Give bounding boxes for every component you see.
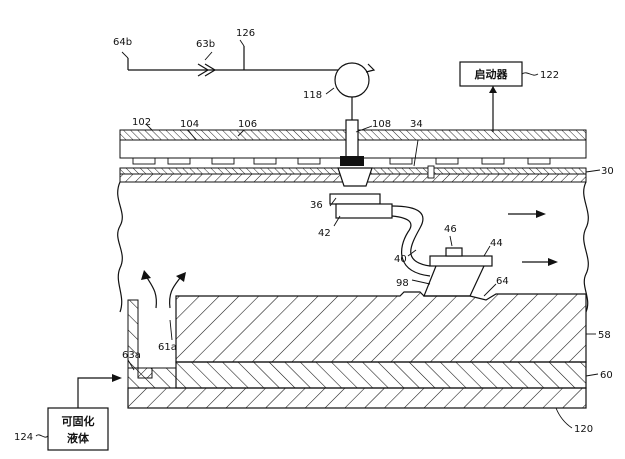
- mold-98: [423, 265, 485, 297]
- component-carrier: [329, 193, 493, 297]
- label-63b: 63b: [196, 39, 215, 50]
- fluid-pipe: [77, 377, 112, 408]
- leader-lines: [35, 39, 601, 438]
- left-wavy-edge: [117, 181, 123, 313]
- fluid-source-124: 可固化 液体: [47, 374, 122, 451]
- substrate-58: [175, 291, 587, 363]
- meter-arrow: [365, 63, 376, 73]
- circuit-arrow: [197, 63, 210, 77]
- label-126: 126: [236, 28, 255, 39]
- label-122: 122: [540, 70, 559, 81]
- base-120: [127, 387, 587, 409]
- label-64b: 64b: [113, 37, 132, 48]
- label-40: 40: [394, 254, 407, 265]
- label-108: 108: [372, 119, 391, 130]
- fluid-label-2: 液体: [67, 431, 90, 445]
- electrode-pads-106: [132, 157, 551, 165]
- top-plate-assembly: [119, 119, 587, 166]
- label-106: 106: [238, 119, 257, 130]
- via-34: [337, 167, 373, 187]
- layer-30: [119, 165, 587, 187]
- leader-122: [521, 72, 539, 76]
- actuator-box: 启动器: [459, 61, 539, 132]
- label-46: 46: [444, 224, 457, 235]
- label-64: 64: [496, 276, 509, 287]
- label-63a: 63a: [122, 350, 141, 361]
- pad-36: [329, 193, 381, 205]
- right-wavy-edge: [583, 181, 589, 313]
- actuator-arrowhead: [489, 86, 497, 93]
- label-30: 30: [601, 166, 614, 177]
- bump-46: [445, 247, 463, 257]
- flow-61a: [141, 270, 186, 309]
- chip-44: [429, 255, 493, 267]
- label-36: 36: [310, 200, 323, 211]
- flex-40-lower: [391, 215, 431, 277]
- flow-arrows: [508, 210, 558, 266]
- label-120: 120: [574, 424, 593, 435]
- actuator-label: 启动器: [475, 67, 509, 81]
- label-34: 34: [410, 119, 423, 130]
- label-102: 102: [132, 117, 151, 128]
- base-left-block: [127, 367, 177, 389]
- label-42: 42: [318, 228, 331, 239]
- flex-40-upper: [391, 205, 431, 267]
- fluid-arrowhead: [112, 374, 122, 382]
- control-circuit: [127, 46, 376, 122]
- fluid-label-1: 可固化: [62, 414, 95, 428]
- block-42: [335, 203, 393, 219]
- probe-108: [345, 119, 359, 159]
- via-34b: [427, 165, 435, 179]
- label-61a: 61a: [158, 342, 177, 353]
- label-104: 104: [180, 119, 199, 130]
- meter-118-circle: [334, 62, 370, 98]
- label-98: 98: [396, 278, 409, 289]
- label-118: 118: [303, 90, 322, 101]
- probe-tip: [340, 156, 364, 166]
- label-44: 44: [490, 238, 503, 249]
- label-124: 124: [14, 432, 33, 443]
- circuit-arrow-2: [204, 63, 217, 77]
- label-58: 58: [598, 330, 611, 341]
- layer-60: [175, 361, 587, 389]
- label-60: 60: [600, 370, 613, 381]
